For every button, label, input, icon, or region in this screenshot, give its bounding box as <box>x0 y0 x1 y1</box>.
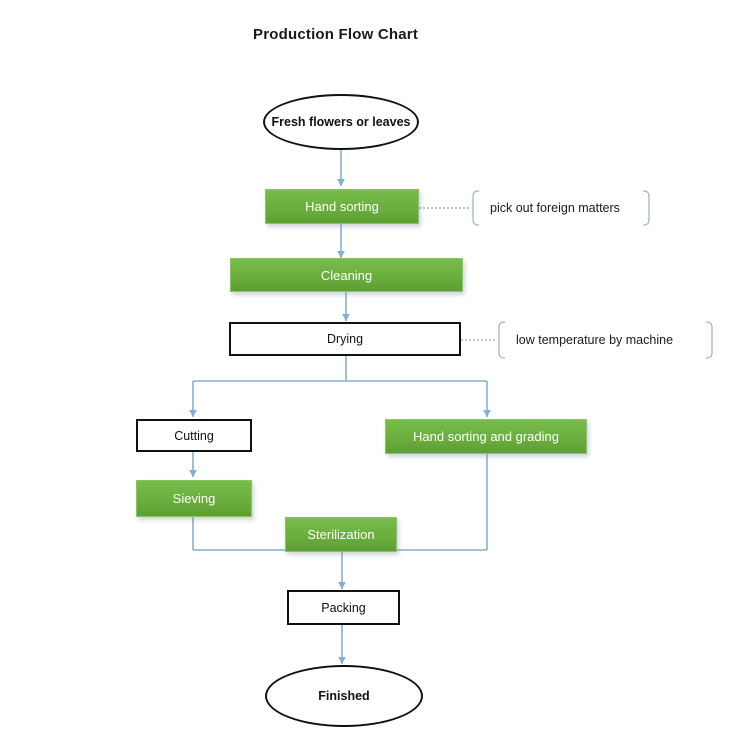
right-brace-icon <box>705 321 714 359</box>
node-hand-sorting-and-grading[interactable]: Hand sorting and grading <box>385 419 587 454</box>
annotation-low-temperature-by-machine[interactable]: low temperature by machine <box>497 321 714 359</box>
node-finished[interactable]: Finished <box>265 665 423 727</box>
annotation-text: pick out foreign matters <box>490 201 620 215</box>
annotation-text: low temperature by machine <box>516 333 674 347</box>
node-drying[interactable]: Drying <box>229 322 461 356</box>
node-packing[interactable]: Packing <box>287 590 400 625</box>
node-sieving[interactable]: Sieving <box>136 480 252 517</box>
left-brace-icon <box>471 190 480 226</box>
page-title: Production Flow Chart <box>253 26 419 43</box>
node-cleaning[interactable]: Cleaning <box>230 258 463 292</box>
left-brace-icon <box>497 321 506 359</box>
right-brace-icon <box>642 190 651 226</box>
annotation-pick-out-foreign-matters[interactable]: pick out foreign matters <box>471 190 651 226</box>
node-sterilization[interactable]: Sterilization <box>285 517 397 552</box>
node-hand-sorting[interactable]: Hand sorting <box>265 189 419 224</box>
node-start[interactable]: Fresh flowers or leaves <box>263 94 419 150</box>
node-cutting[interactable]: Cutting <box>136 419 252 452</box>
